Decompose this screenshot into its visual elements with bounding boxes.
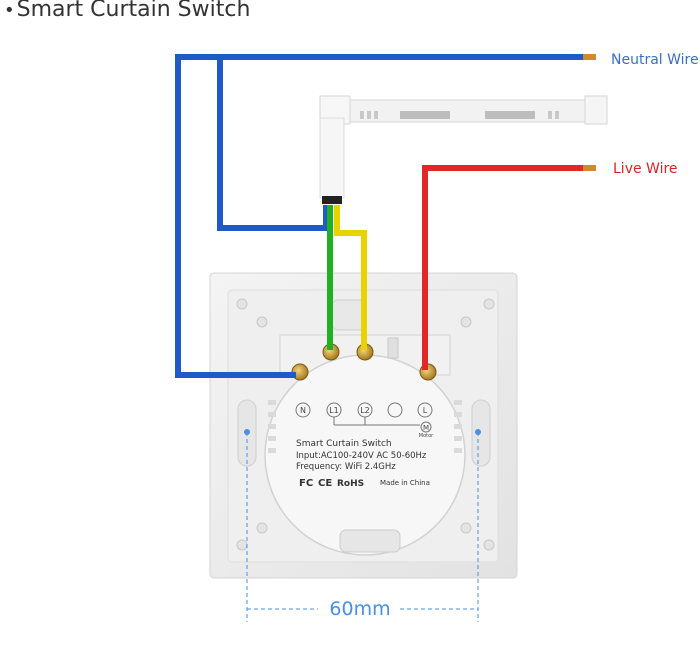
motor-yellow-wire: [334, 205, 367, 350]
terminal-label-n: N: [300, 406, 306, 415]
terminal-label-l2: L2: [360, 406, 370, 415]
live-wire: [422, 165, 583, 370]
neutral-wire-label: Neutral Wire: [611, 52, 699, 68]
made-in-label: Made in China: [380, 479, 430, 487]
terminal-label-l: L: [423, 406, 428, 415]
switch-module: N L1 L2 L M Motor Smart Curtain Switch I…: [264, 334, 466, 556]
cert-ce: CE: [318, 478, 332, 489]
curtain-rail: [319, 95, 608, 204]
neutral-wire: [175, 54, 583, 378]
motor-caption: Motor: [419, 433, 434, 439]
live-wire-label: Live Wire: [613, 161, 678, 177]
page-title: •Smart Curtain Switch: [4, 0, 250, 22]
title-bullet: •: [4, 0, 15, 21]
motor-symbol: M: [423, 424, 429, 432]
cert-rohs: RoHS: [337, 479, 364, 489]
dimension-indicator: 60mm: [244, 429, 481, 622]
terminal-label-l1: L1: [329, 406, 339, 415]
title-text: Smart Curtain Switch: [16, 0, 251, 22]
dimension-label: 60mm: [329, 598, 390, 620]
module-input: Input:AC100-240V AC 50-60Hz: [296, 451, 427, 461]
neutral-branch-wire: [217, 57, 329, 231]
cert-fcc: FC: [299, 478, 313, 489]
module-name: Smart Curtain Switch: [296, 439, 392, 449]
module-frequency: Frequency: WiFi 2.4GHz: [296, 462, 396, 472]
